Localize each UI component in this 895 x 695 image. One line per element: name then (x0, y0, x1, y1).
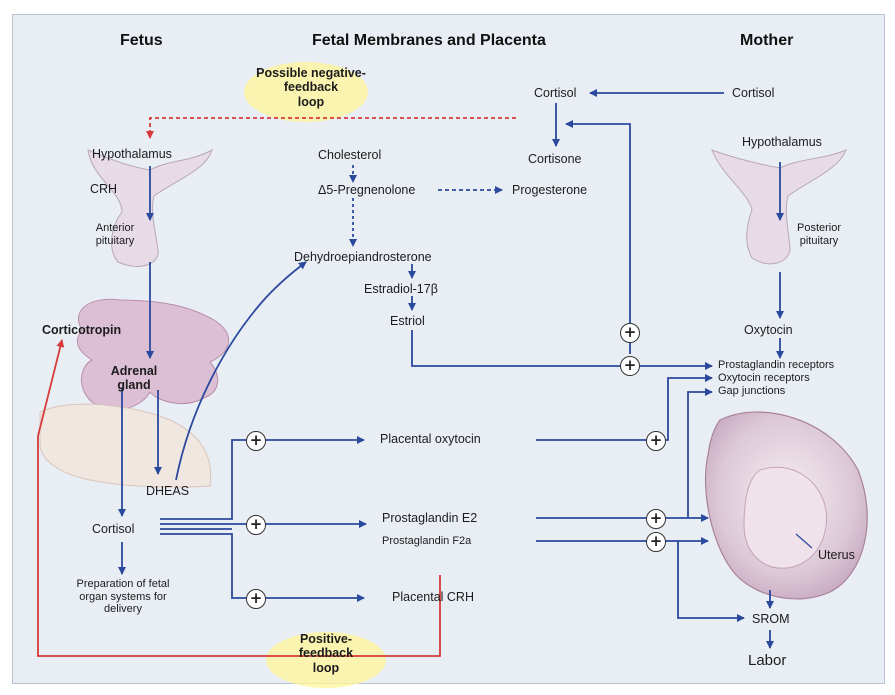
header-mother: Mother (740, 32, 793, 50)
dhea-label: Dehydroepiandrosterone (294, 250, 432, 264)
fetal-hypothalamus-label: Hypothalamus (92, 147, 172, 161)
anterior-pituitary-label: Anterior pituitary (80, 222, 150, 247)
labor-label: Labor (748, 652, 786, 669)
estradiol-label: Estradiol-17β (364, 282, 438, 296)
posterior-pituitary-label: Posterior pituitary (788, 222, 850, 247)
cholesterol-label: Cholesterol (318, 148, 381, 162)
plus-sign: + (246, 431, 266, 451)
placental-crh-label: Placental CRH (392, 590, 474, 604)
prostaglandin-receptors-label: Prostaglandin receptors (718, 359, 834, 372)
corticotropin-label: Corticotropin (42, 323, 121, 337)
dheas-label: DHEAS (146, 484, 189, 498)
placental-oxytocin-label: Placental oxytocin (380, 432, 481, 446)
oxytocin-label: Oxytocin (744, 323, 793, 337)
estriol-label: Estriol (390, 314, 425, 328)
negative-feedback-label: Possible negative- feedback loop (256, 66, 366, 109)
maternal-hypothalamus-label: Hypothalamus (742, 135, 822, 149)
header-fetus: Fetus (120, 32, 163, 50)
maternal-cortisol-label: Cortisol (732, 86, 774, 100)
oxytocin-receptors-label: Oxytocin receptors (718, 372, 810, 385)
positive-feedback-label: Positive- feedback loop (276, 632, 376, 675)
preparation-label: Preparation of fetal organ systems for d… (58, 578, 188, 616)
plus-sign: + (620, 323, 640, 343)
arrow-to-placental-crh (160, 534, 364, 598)
arrow-oxytocin-to-receptors-right (536, 378, 712, 440)
pregnenolone-label: Δ5-Pregnenolone (318, 183, 415, 197)
prostaglandin-e2-label: Prostaglandin E2 (382, 511, 477, 525)
plus-sign: + (246, 515, 266, 535)
progesterone-label: Progesterone (512, 183, 587, 197)
header-membranes-placenta: Fetal Membranes and Placenta (312, 32, 546, 50)
plus-sign: + (246, 589, 266, 609)
arrow-estriol-to-receptors (412, 330, 712, 366)
plus-sign: + (646, 509, 666, 529)
srom-label: SROM (752, 612, 790, 626)
prostaglandin-f2a-label: Prostaglandin F2a (382, 535, 471, 548)
gap-junctions-label: Gap junctions (718, 385, 785, 398)
cortisone-label: Cortisone (528, 152, 582, 166)
adrenal-gland-label: Adrenal gland (104, 364, 164, 393)
adrenal-gland-shape (77, 299, 228, 409)
placental-cortisol-label: Cortisol (534, 86, 576, 100)
negative-feedback-arrow (150, 118, 516, 138)
plus-sign: + (646, 431, 666, 451)
uterus-label: Uterus (818, 548, 855, 562)
fetal-cortisol-label: Cortisol (92, 522, 134, 536)
plus-sign: + (620, 356, 640, 376)
crh-label: CRH (90, 182, 117, 196)
plus-sign: + (646, 532, 666, 552)
